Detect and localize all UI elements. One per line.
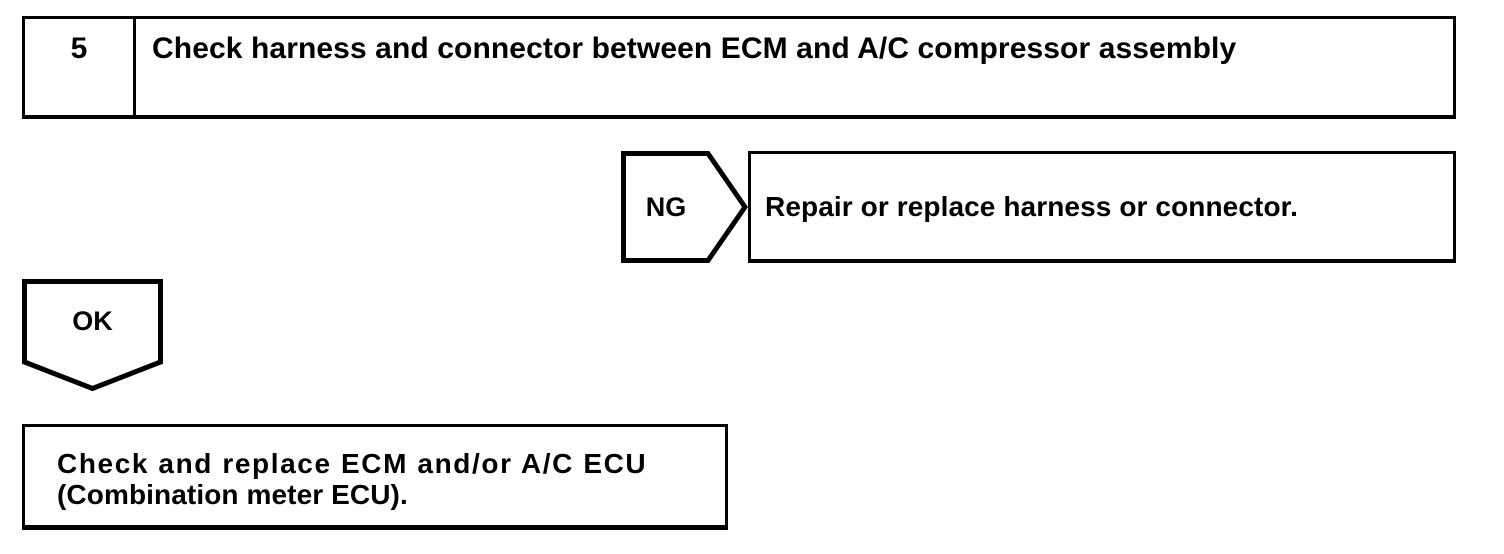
- final-action-box: Check and replace ECM and/or A/C ECU (Co…: [22, 424, 728, 530]
- step-header-box: 5 Check harness and connector between EC…: [22, 16, 1456, 119]
- step-number: 5: [70, 32, 88, 65]
- step-title: Check harness and connector between ECM …: [152, 32, 1237, 65]
- step-title-cell: Check harness and connector between ECM …: [136, 19, 1453, 115]
- ng-chevron-icon: [621, 151, 748, 263]
- ok-down-arrow-icon: [22, 279, 163, 391]
- step-number-cell: 5: [25, 19, 136, 115]
- ok-branch-arrow-shape: [22, 279, 163, 391]
- ng-result-box: Repair or replace harness or connector.: [748, 151, 1456, 263]
- ng-result-text: Repair or replace harness or connector.: [765, 190, 1298, 222]
- final-action-line-2: (Combination meter ECU).: [57, 479, 408, 510]
- ng-branch-chevron-shape: [621, 151, 748, 263]
- final-action-line-1: Check and replace ECM and/or A/C ECU: [57, 448, 648, 479]
